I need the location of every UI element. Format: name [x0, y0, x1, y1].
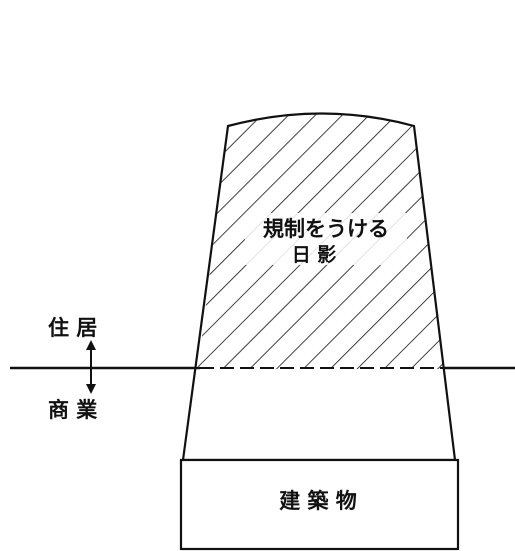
shadow-label-line2: 日 影 [292, 244, 337, 266]
shadow-label-backing [245, 213, 407, 265]
building-label: 建 築 物 [279, 489, 357, 513]
shadow-label-line1: 規制をうける [263, 217, 389, 241]
zone-arrow-up-head [86, 340, 96, 350]
building [179, 458, 460, 551]
zone-arrow-down-head [86, 384, 96, 394]
zone-residential-label: 住 居 [48, 316, 97, 340]
zone-commercial-label: 商 業 [48, 398, 98, 422]
